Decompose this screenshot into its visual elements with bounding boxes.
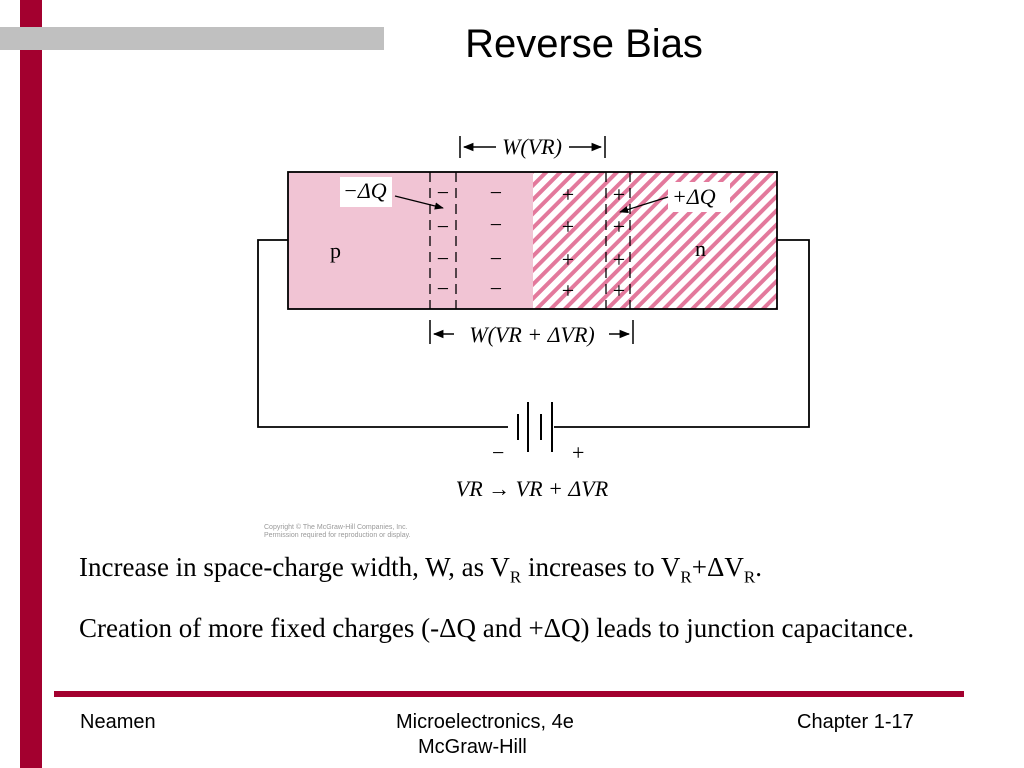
top-width-dimension: W(VR) [459, 134, 606, 159]
p-region [288, 172, 533, 309]
slide-title: Reverse Bias [465, 22, 703, 66]
svg-text:+: + [613, 214, 625, 239]
bottom-width-dimension: W(VR + ΔVR) [429, 320, 634, 347]
svg-text:+: + [613, 182, 625, 207]
negative-charges: − − − − − − − − [437, 180, 502, 301]
svg-text:+: + [562, 214, 574, 239]
svg-text:−: − [437, 246, 449, 271]
svg-text:−: − [437, 180, 449, 205]
svg-text:+: + [613, 247, 625, 272]
paragraph-capacitance: Creation of more fixed charges (-ΔQ and … [79, 613, 915, 643]
n-region [533, 172, 777, 309]
footer-author: Neamen [80, 711, 156, 733]
svg-text:+: + [562, 182, 574, 207]
svg-text:−: − [490, 246, 502, 271]
positive-charges: + + + + + + + + [562, 182, 625, 303]
svg-text:−: − [490, 276, 502, 301]
pos-charge-label: +ΔQ [672, 184, 716, 209]
bottom-width-label: W(VR + ΔVR) [469, 322, 595, 347]
left-accent-bar [20, 0, 42, 768]
pn-junction-diagram: W(VR) − − − − − − − − + + + + [240, 122, 820, 522]
svg-text:−: − [490, 212, 502, 237]
svg-text:−: − [437, 214, 449, 239]
svg-text:−: − [490, 180, 502, 205]
footer-chapter: Chapter 1-17 [797, 711, 914, 733]
p-label: p [330, 238, 341, 263]
pos-charge-pointer [619, 196, 669, 214]
svg-text:+: + [562, 247, 574, 272]
paragraph-space-charge: Increase in space-charge width, W, as VR… [79, 552, 762, 587]
copyright-notice: Copyright © The McGraw-Hill Companies, I… [264, 524, 411, 539]
footer-book: Microelectronics, 4e McGraw-Hill [396, 711, 574, 758]
right-wire [554, 239, 810, 428]
footer-divider [54, 691, 964, 697]
top-decorative-bar [0, 27, 384, 50]
svg-text:+: + [562, 278, 574, 303]
neg-charge-pointer [394, 195, 444, 210]
neg-charge-label: −ΔQ [343, 178, 387, 203]
svg-text:+: + [613, 278, 625, 303]
top-width-label: W(VR) [502, 134, 562, 159]
left-wire [257, 239, 508, 428]
n-label: n [695, 236, 706, 261]
battery-minus: − [492, 440, 504, 465]
battery-plus: + [572, 440, 584, 465]
voltage-change-label: VR → VR + ΔVR [456, 476, 609, 501]
svg-text:−: − [437, 276, 449, 301]
battery-icon [517, 402, 553, 452]
